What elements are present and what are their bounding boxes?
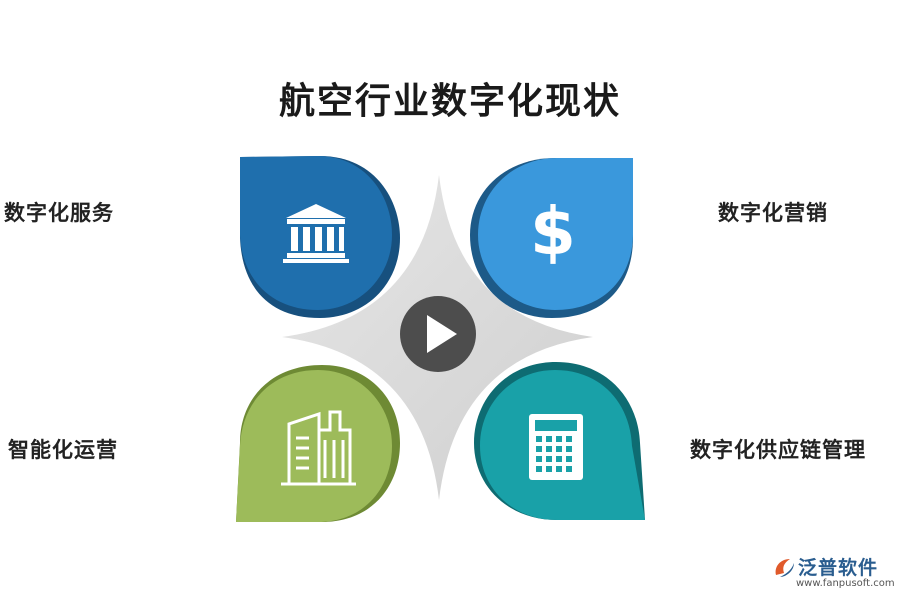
diagram-title: 航空行业数字化现状 (278, 80, 621, 122)
label-digital-supply-chain: 数字化供应链管理 (690, 437, 866, 462)
logo-url: www.fanpusoft.com (796, 578, 895, 589)
dollar-icon: $ (530, 193, 576, 270)
buildings-icon (281, 410, 356, 486)
fanpusoft-logo-icon (775, 559, 794, 577)
svg-text:$: $ (530, 193, 576, 270)
fanpusoft-logo: 泛普软件 www.fanpusoft.com (772, 553, 895, 593)
label-digital-marketing: 数字化营销 (718, 200, 828, 225)
label-smart-operations: 智能化运营 (8, 437, 118, 462)
petal-digital-marketing (470, 158, 633, 318)
bank-icon (283, 204, 349, 263)
play-icon (400, 296, 476, 372)
calculator-icon (529, 414, 583, 480)
logo-brand: 泛普软件 (798, 557, 879, 579)
label-digital-service: 数字化服务 (4, 200, 114, 225)
